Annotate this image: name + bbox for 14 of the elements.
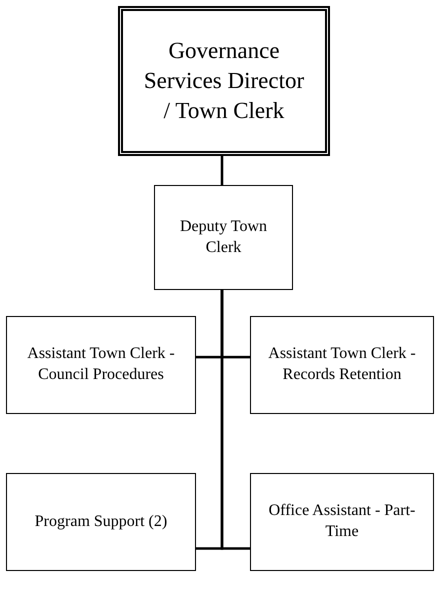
- position-title: Deputy Town Clerk: [178, 216, 268, 258]
- org-box: [250, 473, 434, 571]
- org-box: [250, 316, 434, 414]
- org-box: [6, 316, 196, 414]
- org-box: [6, 473, 196, 571]
- connector-line: [220, 290, 250, 550]
- position-title: Governance Services Director / Town Clerk: [143, 37, 305, 125]
- org-box: [118, 6, 330, 156]
- position-title: Assistant Town Clerk - Council Procedures: [26, 344, 176, 385]
- connector-line: [220, 156, 224, 185]
- position-title: Office Assistant - Part-Time: [268, 501, 416, 542]
- org-box: [154, 185, 293, 290]
- position-title: Program Support (2): [34, 512, 168, 532]
- position-title: Assistant Town Clerk - Records Retention: [267, 344, 417, 385]
